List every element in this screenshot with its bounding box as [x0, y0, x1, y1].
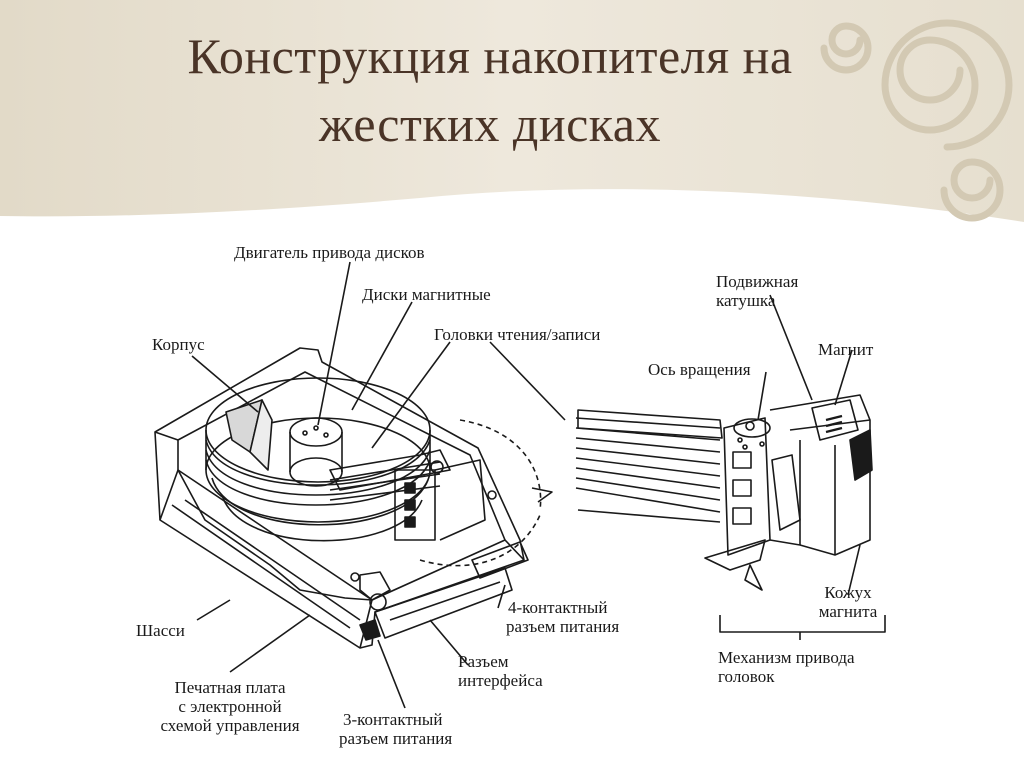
label-pcb: Печатная плата с электронной схемой упра… — [138, 678, 322, 735]
drive-housing-drawing — [154, 347, 553, 649]
label-pcb-line-3: схемой управления — [160, 716, 300, 735]
label-pcb-line-2: с электронной — [178, 697, 282, 716]
title-line-2: жестких дисках — [318, 96, 662, 152]
label-case: Корпус — [152, 335, 205, 354]
label-interface-line-2: интерфейса — [458, 671, 543, 690]
label-mechanism-line-2: головок — [718, 667, 775, 686]
title-line-1: Конструкция накопителя на — [187, 28, 793, 84]
label-magnetic-disks: Диски магнитные — [362, 285, 491, 304]
slide-title: Конструкция накопителя на жестких дисках — [0, 22, 980, 158]
label-magnet-shield: Кожух магнита — [802, 583, 894, 621]
label-4pin-line-1: 4-контактный — [508, 598, 608, 617]
label-3pin-line-1: 3-контактный — [343, 710, 443, 729]
label-chassis: Шасси — [136, 621, 185, 640]
label-moving-coil: Подвижная катушка — [716, 272, 798, 310]
label-coil-line-1: Подвижная — [716, 272, 799, 291]
swirl-ornament — [820, 19, 1013, 222]
label-4pin-line-2: разъем питания — [506, 617, 620, 636]
label-3pin-line-2: разъем питания — [339, 729, 453, 748]
label-3pin-power: 3-контактный разъем питания — [339, 710, 452, 748]
label-magnet: Магнит — [818, 340, 874, 359]
label-coil-line-2: катушка — [716, 291, 776, 310]
label-interface-line-1: Разъем — [458, 652, 509, 671]
label-shield-line-2: магнита — [818, 602, 878, 621]
leader-lines — [191, 261, 886, 709]
label-pcb-line-1: Печатная плата — [174, 678, 286, 697]
label-shield-line-1: Кожух — [824, 583, 872, 602]
label-interface: Разъем интерфейса — [458, 652, 543, 690]
label-mechanism-line-1: Механизм привода — [718, 648, 855, 667]
label-read-write-heads: Головки чтения/записи — [434, 325, 601, 344]
slide-header: Конструкция накопителя на жестких дисках — [0, 0, 1024, 240]
label-disk-motor: Двигатель привода дисков — [234, 243, 425, 262]
label-head-drive-mechanism: Механизм привода головок — [718, 648, 855, 686]
label-rotation-axis: Ось вращения — [648, 360, 751, 379]
header-background — [0, 0, 1024, 222]
label-4pin-power: 4-контактный разъем питания — [506, 598, 619, 636]
head-actuator-drawing — [575, 394, 873, 591]
